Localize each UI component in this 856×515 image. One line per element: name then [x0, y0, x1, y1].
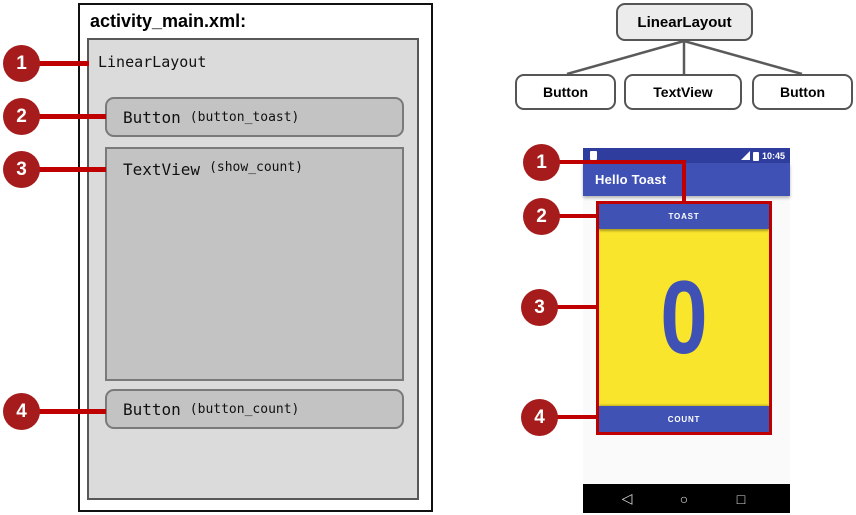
toast-button[interactable]: TOAST [599, 204, 769, 229]
callout-line-2-phone [541, 214, 603, 218]
callout-3-phone: 3 [521, 289, 558, 326]
panel-title: activity_main.xml: [90, 11, 247, 31]
cell-signal-icon [740, 151, 750, 160]
tree-child-button-2: Button [752, 74, 853, 110]
status-time: 10:45 [761, 150, 785, 161]
button-toast-type: Button [123, 107, 181, 127]
count-button[interactable]: COUNT [599, 406, 769, 432]
button-toast-id: (button_toast) [189, 109, 300, 125]
callout-line-2-left [21, 114, 106, 119]
tree-connectors [566, 41, 803, 74]
home-icon[interactable]: ○ [679, 490, 689, 507]
callout-1-phone: 1 [523, 144, 560, 181]
app-bar-title: Hello Toast [595, 172, 667, 187]
callout-line-4-phone [541, 415, 605, 419]
textview-box: TextView (show_count) [105, 147, 404, 381]
callout-4-phone: 4 [521, 399, 558, 436]
tree-root-linearlayout: LinearLayout [616, 3, 753, 41]
notification-icon [590, 151, 597, 160]
callout-line-3-left [21, 167, 106, 172]
tree-child-button-1: Button [515, 74, 616, 110]
button-count-type: Button [123, 399, 181, 419]
battery-icon [752, 151, 759, 161]
textview-id: (show_count) [209, 160, 303, 175]
back-icon[interactable]: ◁ [621, 490, 633, 506]
tree-child-textview: TextView [624, 74, 742, 110]
callout-4-left: 4 [3, 393, 40, 430]
callout-line-3-phone [541, 305, 605, 309]
button-count-id: (button_count) [189, 401, 300, 417]
callout-line-1-phone-v [682, 160, 686, 205]
button-toast-box: Button (button_toast) [105, 97, 404, 137]
callout-line-1-phone-h [541, 160, 686, 164]
linearlayout-label: LinearLayout [98, 53, 207, 71]
status-bar: 10:45 [583, 148, 790, 163]
callout-2-left: 2 [3, 98, 40, 135]
callout-line-1-left [21, 61, 89, 66]
callout-2-phone: 2 [523, 198, 560, 235]
callout-3-left: 3 [3, 151, 40, 188]
phone-linearlayout-outline: TOAST 0 COUNT [596, 201, 772, 435]
button-count-box: Button (button_count) [105, 389, 404, 429]
callout-1-left: 1 [3, 45, 40, 82]
app-bar: Hello Toast [583, 163, 790, 196]
show-count-textview: 0 [599, 229, 769, 406]
callout-line-4-left [21, 409, 106, 414]
count-value: 0 [660, 259, 708, 376]
textview-type: TextView [123, 160, 201, 179]
recents-icon[interactable]: □ [736, 490, 746, 507]
android-nav-bar: ◁ ○ □ [583, 484, 790, 513]
